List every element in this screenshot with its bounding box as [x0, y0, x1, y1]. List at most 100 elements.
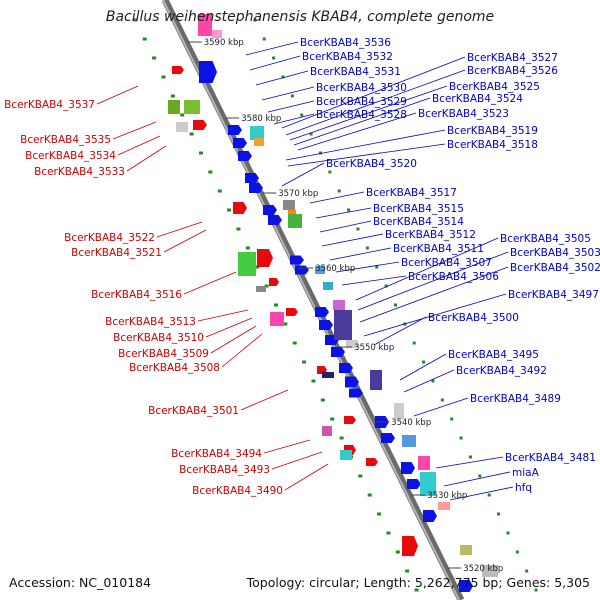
guide-dot	[414, 588, 419, 592]
misc-feature-box	[420, 472, 436, 496]
right-gene-label: BcerKBAB4_3481	[505, 452, 596, 464]
left-label-leader-line	[112, 121, 157, 140]
right-gene-label: BcerKBAB4_3503	[510, 247, 600, 259]
misc-feature-box	[250, 126, 264, 140]
left-label-leader-line	[284, 463, 329, 491]
right-gene-label: BcerKBAB4_3531	[310, 66, 401, 78]
left-gene-label: BcerKBAB4_3533	[34, 166, 125, 178]
guide-dot	[283, 322, 288, 326]
plus-strand-gene-arrow	[245, 173, 259, 183]
misc-feature-box	[346, 340, 358, 348]
misc-feature-box	[283, 200, 295, 210]
guide-dot	[337, 189, 341, 193]
right-gene-label: BcerKBAB4_3515	[373, 203, 464, 215]
right-label-leader-line	[245, 41, 299, 56]
plus-strand-gene-arrow	[381, 433, 395, 443]
scale-tick-label: 3580 kbp	[241, 114, 281, 124]
left-gene-label: BcerKBAB4_3513	[105, 316, 196, 328]
minus-strand-gene-arrow	[344, 416, 356, 424]
left-gene-label: BcerKBAB4_3535	[20, 134, 111, 146]
guide-dot	[377, 512, 382, 516]
right-label-leader-line	[273, 113, 315, 125]
left-gene-label: BcerKBAB4_3534	[25, 150, 116, 162]
left-label-leader-line	[271, 451, 323, 470]
plus-strand-gene-arrow	[233, 138, 247, 148]
guide-dot	[133, 18, 138, 22]
plus-strand-gene-arrow	[407, 479, 421, 489]
plus-strand-gene-arrow	[331, 347, 345, 357]
guide-dot	[440, 398, 444, 402]
right-gene-label: miaA	[512, 467, 540, 479]
misc-feature-box	[288, 210, 296, 216]
guide-dot	[525, 569, 529, 573]
guide-dot	[309, 132, 313, 136]
guide-dot	[356, 227, 360, 231]
left-gene-label: BcerKBAB4_3493	[179, 464, 270, 476]
right-label-leader-line	[373, 316, 427, 346]
minus-strand-gene-arrow	[172, 66, 184, 74]
plus-strand-gene-arrow	[290, 255, 304, 265]
guide-dot	[180, 113, 185, 117]
right-label-leader-line	[403, 369, 455, 393]
left-label-leader-line	[210, 325, 257, 354]
right-label-leader-line	[293, 97, 431, 146]
misc-feature-box	[370, 370, 382, 390]
right-label-leader-line	[267, 100, 315, 113]
misc-feature-box	[254, 138, 264, 146]
right-label-leader-line	[449, 486, 514, 501]
right-label-leader-line	[399, 353, 447, 381]
left-gene-label: BcerKBAB4_3521	[71, 247, 162, 259]
guide-dot	[515, 550, 519, 554]
guide-dot	[292, 341, 297, 345]
scale-tick-label: 3560 kbp	[315, 264, 355, 274]
minus-strand-gene-arrow	[257, 249, 273, 267]
guide-dot	[264, 284, 269, 288]
guide-dot	[478, 474, 482, 478]
misc-feature-box	[322, 372, 334, 378]
right-gene-label: BcerKBAB4_3523	[418, 108, 509, 120]
right-label-leader-line	[309, 191, 365, 204]
right-label-leader-line	[363, 293, 507, 337]
guide-dot	[253, 18, 257, 22]
guide-dot	[487, 493, 491, 497]
guide-dot	[431, 379, 435, 383]
guide-dot	[142, 37, 147, 41]
right-gene-label: BcerKBAB4_3497	[508, 289, 599, 301]
right-gene-label: BcerKBAB4_3532	[302, 51, 393, 63]
guide-dot	[227, 208, 232, 212]
guide-dot	[412, 341, 416, 345]
guide-dot	[217, 189, 222, 193]
right-gene-label: BcerKBAB4_3511	[393, 243, 484, 255]
scale-tick-label: 3520 kbp	[463, 564, 503, 574]
guide-dot	[245, 246, 250, 250]
misc-feature-box	[238, 252, 256, 276]
left-gene-label: BcerKBAB4_3516	[91, 289, 182, 301]
plus-strand-gene-arrow	[319, 320, 333, 330]
right-gene-label: BcerKBAB4_3519	[447, 125, 538, 137]
minus-strand-gene-arrow	[269, 278, 279, 286]
guide-dot	[384, 284, 388, 288]
plus-strand-gene-arrow	[345, 376, 359, 388]
plus-strand-gene-arrow	[401, 462, 415, 474]
minus-strand-gene-arrow	[193, 120, 207, 130]
guide-dot	[320, 398, 325, 402]
right-gene-label: BcerKBAB4_3529	[316, 96, 407, 108]
guide-dot	[367, 493, 372, 497]
guide-dot	[281, 75, 285, 79]
label-leader-lines	[96, 41, 514, 501]
plus-strand-gene-arrow	[268, 215, 282, 225]
guide-dot	[208, 170, 213, 174]
plus-strand-gene-arrow	[423, 510, 437, 522]
plus-strand-gene-arrow	[295, 265, 309, 275]
guide-dot	[262, 37, 266, 41]
misc-feature-box	[198, 14, 212, 36]
minus-strand-gene-arrow	[233, 202, 247, 214]
left-label-leader-line	[240, 389, 289, 411]
misc-feature-box	[168, 100, 180, 114]
right-label-leader-line	[321, 233, 384, 247]
plus-strand-gene-arrow	[199, 61, 217, 83]
guide-dot	[302, 360, 307, 364]
left-label-leader-line	[183, 271, 237, 295]
left-label-leader-line	[197, 309, 249, 322]
